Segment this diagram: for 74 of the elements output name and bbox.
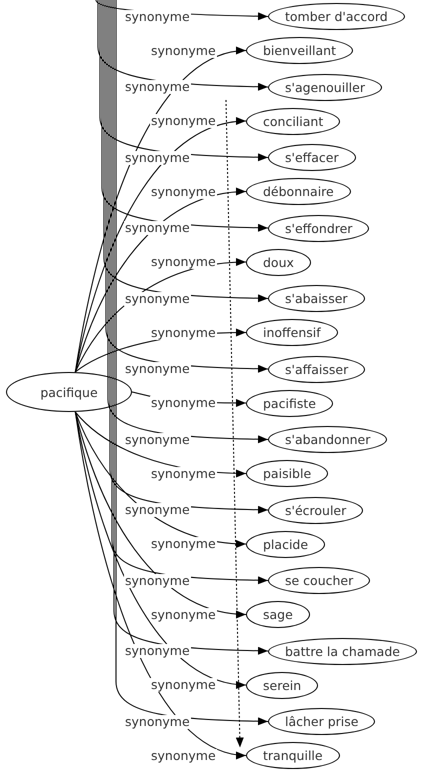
ellipse-node: [268, 3, 405, 30]
node-label: conciliant: [263, 114, 324, 128]
edge-label: synonyme: [150, 114, 217, 128]
arrow: [102, 0, 268, 232]
node-label: s'effacer: [285, 150, 339, 165]
ellipse-node: [246, 390, 333, 416]
node-label: inoffensif: [263, 325, 321, 340]
edge-label: synonyme: [150, 466, 217, 480]
edge-label: synonyme: [124, 432, 191, 446]
ellipse-node: [246, 530, 326, 558]
node-label: bienveillant: [263, 43, 336, 58]
arrow: [74, 412, 246, 688]
node-label: tomber d'accord: [285, 9, 388, 24]
node-label: lâcher prise: [285, 714, 358, 729]
edge-label: synonyme: [150, 748, 217, 762]
node-label: sage: [263, 607, 293, 622]
ellipse-node: [268, 496, 364, 524]
node-label: s'effondrer: [285, 220, 352, 236]
ellipse-node: [268, 144, 356, 171]
ellipse-node: [268, 638, 417, 664]
edge-label: synonyme: [124, 292, 191, 306]
node-label: paisible: [263, 466, 312, 481]
ellipse-node: [268, 285, 365, 312]
arrow: [100, 0, 268, 162]
ellipse-node: [246, 178, 351, 205]
edge-label: synonyme: [150, 608, 217, 622]
node-label: s'écrouler: [285, 502, 346, 518]
node-label: serein: [263, 678, 302, 692]
ellipse-node: [268, 214, 370, 242]
node-label: pacifiste: [263, 396, 316, 410]
ellipse-node: [246, 601, 310, 628]
node-label: battre la chamade: [285, 644, 400, 658]
ellipse-node: [246, 248, 311, 276]
node-label: tranquille: [263, 748, 323, 763]
arrow: [74, 188, 246, 372]
node-label: débonnaire: [263, 184, 334, 199]
edge-label: synonyme: [124, 574, 191, 588]
arrow: [74, 412, 246, 618]
ellipse-node: [246, 108, 340, 134]
ellipse-node: [246, 742, 340, 769]
edge-label: synonyme: [124, 644, 191, 658]
edge-label: synonyme: [150, 678, 217, 692]
node-label: doux: [263, 254, 294, 270]
ellipse-node: [246, 460, 328, 487]
edge-label: synonyme: [150, 537, 217, 551]
node-label: s'abandonner: [285, 432, 370, 447]
edge-label: synonyme: [124, 80, 191, 94]
arrow: [226, 100, 244, 748]
arrow: [104, 0, 268, 302]
edge-label: synonyme: [124, 10, 191, 24]
ellipse-node: [268, 567, 370, 594]
edge-label: synonyme: [124, 714, 191, 728]
ellipse-node: [246, 672, 318, 698]
ellipse-node: [268, 708, 376, 735]
edge-label: synonyme: [124, 503, 191, 517]
ellipse-node: [246, 319, 338, 346]
arrow: [74, 118, 246, 372]
node-label: se coucher: [285, 573, 354, 588]
arrow: [74, 48, 246, 372]
node-label: s'agenouiller: [285, 80, 365, 94]
edge-label: synonyme: [150, 396, 217, 410]
ellipse-node: [268, 426, 388, 453]
edge-label: synonyme: [124, 362, 191, 376]
ellipse-node: [246, 37, 354, 64]
edge-label: synonyme: [124, 221, 191, 235]
node-label: pacifique: [40, 384, 98, 400]
node-label: s'abaisser: [285, 291, 348, 306]
node-label: s'affaisser: [285, 362, 348, 376]
edge-label: synonyme: [124, 150, 191, 164]
arrow: [106, 0, 268, 373]
ellipse-node: [268, 356, 366, 382]
ellipse-node: [268, 74, 382, 100]
arrow: [74, 412, 246, 758]
node-label: placide: [263, 536, 308, 552]
